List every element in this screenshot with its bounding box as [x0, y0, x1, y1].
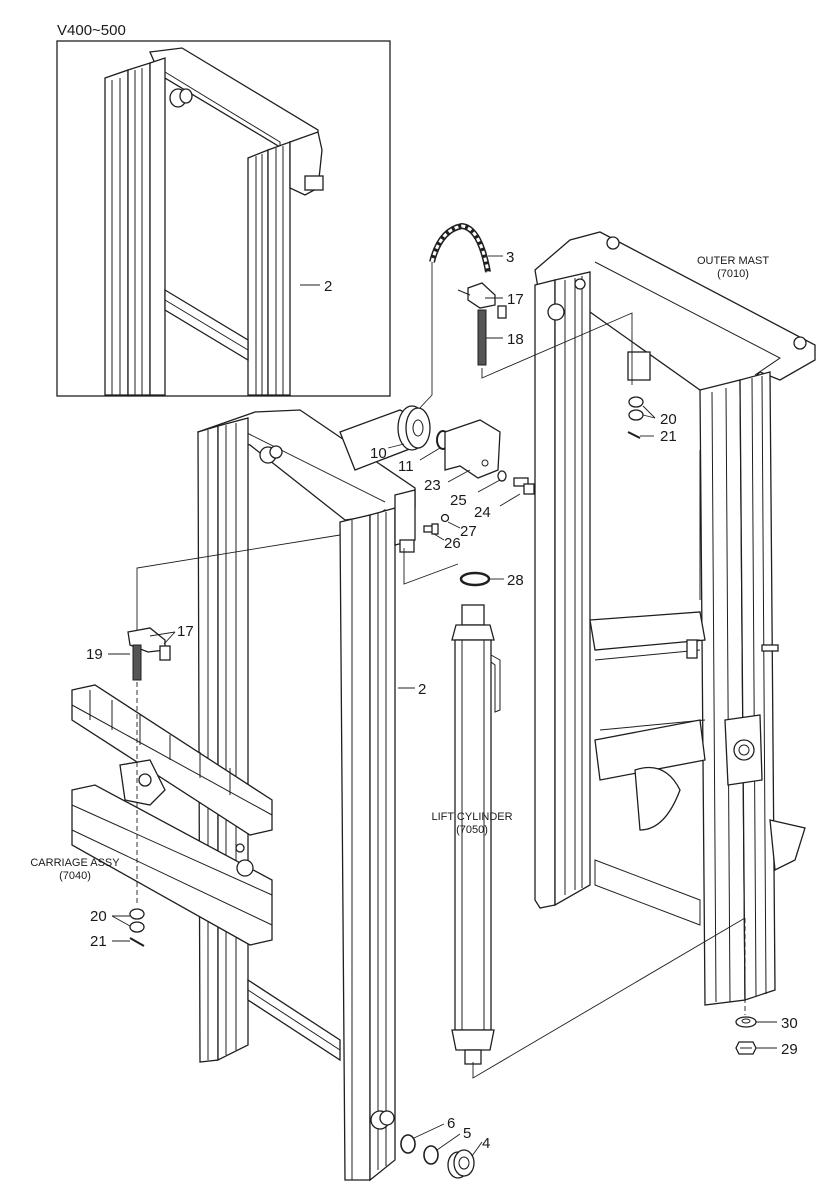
leader-10 — [387, 443, 405, 449]
chain-3 — [429, 222, 491, 273]
leader-20-right-b — [642, 414, 656, 419]
leader-27 — [447, 521, 461, 529]
callout-24: 24 — [474, 504, 491, 521]
lift-cylinder-drawing — [451, 604, 501, 1065]
nuts-20-right — [628, 396, 644, 421]
bearing-4 — [447, 1149, 475, 1179]
lift-cylinder-code: (7050) — [456, 824, 488, 836]
washer-30 — [735, 1016, 757, 1028]
callout-26: 26 — [444, 535, 461, 552]
callout-5: 5 — [463, 1125, 471, 1142]
split-pin-21-right — [627, 431, 641, 439]
callout-17-top: 17 — [507, 291, 524, 308]
shim-5 — [423, 1145, 439, 1165]
bolt-24 — [513, 477, 535, 495]
connector-cylinder-to-mast — [472, 917, 746, 1079]
callout-inset-2: 2 — [324, 278, 332, 295]
leader-11 — [419, 447, 441, 461]
carriage-code: (7040) — [59, 870, 91, 882]
callout-17-left: 17 — [177, 623, 194, 640]
o-ring-28 — [459, 571, 491, 587]
carriage-drawing — [71, 684, 273, 946]
leader-25 — [477, 479, 501, 493]
shim-6 — [400, 1134, 416, 1154]
leader-26 — [433, 533, 445, 541]
callout-27: 27 — [460, 523, 477, 540]
leader-17-left-b — [163, 631, 176, 645]
leader-20-left-b — [111, 915, 131, 927]
callout-21-right: 21 — [660, 428, 677, 445]
inset-title: V400~500 — [57, 22, 126, 39]
lift-cylinder-name: LIFT CYLINDER — [431, 811, 512, 823]
connector-mast-to-cylinder — [403, 548, 459, 585]
washer-25 — [497, 470, 507, 482]
callout-10: 10 — [370, 445, 387, 462]
callout-mast-2: 2 — [418, 681, 426, 698]
leader-24 — [499, 493, 521, 507]
pin-27 — [440, 513, 450, 523]
anchor-bracket-17-top — [457, 282, 507, 319]
outer-mast-name: OUTER MAST — [697, 255, 769, 267]
leader-4 — [471, 1141, 483, 1157]
nuts-20-left — [129, 908, 145, 933]
callout-20-left: 20 — [90, 908, 107, 925]
callout-11: 11 — [398, 458, 414, 475]
carriage-label: CARRIAGE ASSY (7040) — [30, 857, 120, 882]
inset-panel: V400~500 2 — [56, 22, 391, 397]
anchor-bolt-18 — [477, 309, 487, 366]
callout-18: 18 — [507, 331, 524, 348]
callout-28: 28 — [507, 572, 524, 589]
leader-5 — [436, 1133, 461, 1151]
callout-25: 25 — [450, 492, 467, 509]
outer-mast-drawing — [534, 231, 816, 1006]
nut-29 — [735, 1041, 757, 1055]
outer-mast-label: OUTER MAST (7010) — [697, 255, 769, 280]
callout-6: 6 — [447, 1115, 455, 1132]
outer-mast-code: (7010) — [717, 268, 749, 280]
leader-6 — [413, 1123, 445, 1139]
bolt-26 — [423, 523, 439, 535]
callout-4: 4 — [482, 1135, 490, 1152]
lift-cylinder-label: LIFT CYLINDER (7050) — [431, 811, 512, 836]
callout-29: 29 — [781, 1041, 798, 1058]
callout-30: 30 — [781, 1015, 798, 1032]
split-pin-21-left — [129, 937, 145, 947]
callout-21-left: 21 — [90, 933, 107, 950]
connector-mast-to-anchor-19 — [136, 534, 341, 632]
connector-chain-to-sheave — [417, 262, 433, 411]
anchor-bolt-19 — [132, 644, 142, 681]
leader-23 — [447, 469, 471, 483]
callout-23: 23 — [424, 477, 441, 494]
callout-20-right: 20 — [660, 411, 677, 428]
connector-18-to-mast — [481, 312, 633, 385]
callout-3: 3 — [506, 249, 514, 266]
leader-17-left-a — [149, 631, 176, 637]
inset-inner-mast-drawing — [104, 47, 324, 396]
leader-20-right-a — [642, 405, 656, 419]
chain-guard-23 — [444, 419, 501, 479]
sheave-10 — [397, 405, 431, 451]
callout-19: 19 — [86, 646, 103, 663]
carriage-name: CARRIAGE ASSY — [30, 857, 120, 869]
